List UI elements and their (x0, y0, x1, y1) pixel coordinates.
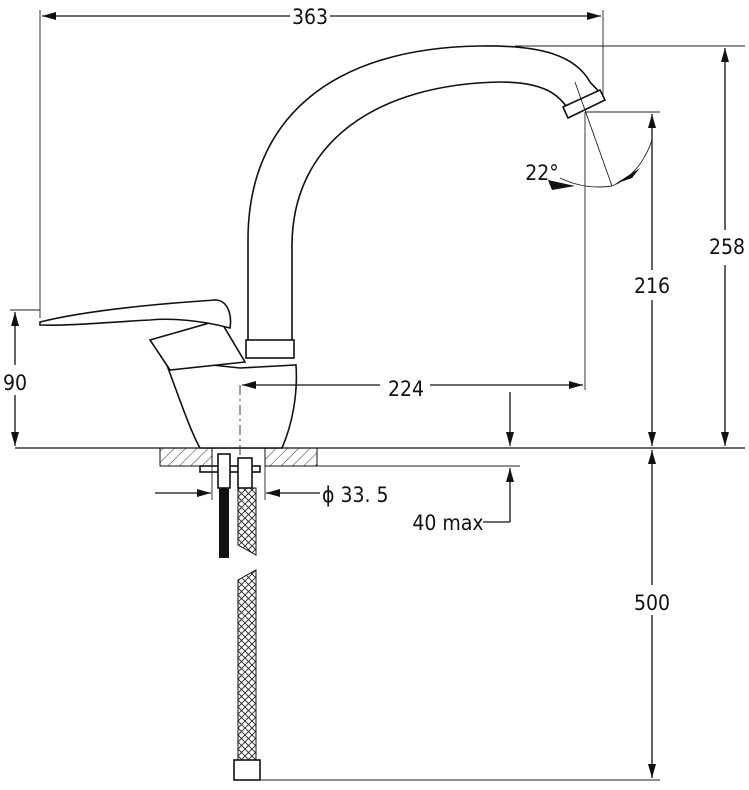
dimension-hole-diameter (155, 466, 320, 500)
hose-fitting (237, 457, 253, 489)
aerator (561, 88, 607, 120)
dim-label-22deg: 22° (525, 161, 558, 185)
dim-label-diameter: ϕ 33. 5 (322, 483, 389, 507)
supply-hose-upper (237, 487, 257, 556)
dim-label-363: 363 (292, 5, 328, 29)
supply-hose-lower (237, 569, 257, 761)
dim-label-500: 500 (634, 591, 670, 615)
dimension-hose-length (258, 450, 660, 781)
spout-collar (245, 339, 295, 359)
dimension-handle-height (10, 309, 40, 446)
faucet-body (163, 359, 298, 449)
dim-label-90: 90 (3, 371, 27, 395)
dim-label-216: 216 (634, 274, 670, 298)
hose-connector-nut (233, 759, 261, 781)
countertop-section (159, 447, 318, 467)
handle-cartridge (148, 319, 247, 371)
mounting-stud (219, 488, 229, 558)
spout (247, 45, 605, 346)
dim-label-258: 258 (709, 235, 745, 259)
dim-label-40max: 40 max (412, 511, 483, 535)
handle-lever (39, 299, 232, 330)
dimension-overall-height (515, 45, 745, 446)
dimension-countertop-thickness (483, 392, 514, 523)
mounting-stud-nut (217, 453, 231, 489)
dimension-overall-width (39, 10, 604, 318)
dim-label-224: 224 (388, 377, 424, 401)
dimension-swivel-angle (548, 81, 653, 390)
